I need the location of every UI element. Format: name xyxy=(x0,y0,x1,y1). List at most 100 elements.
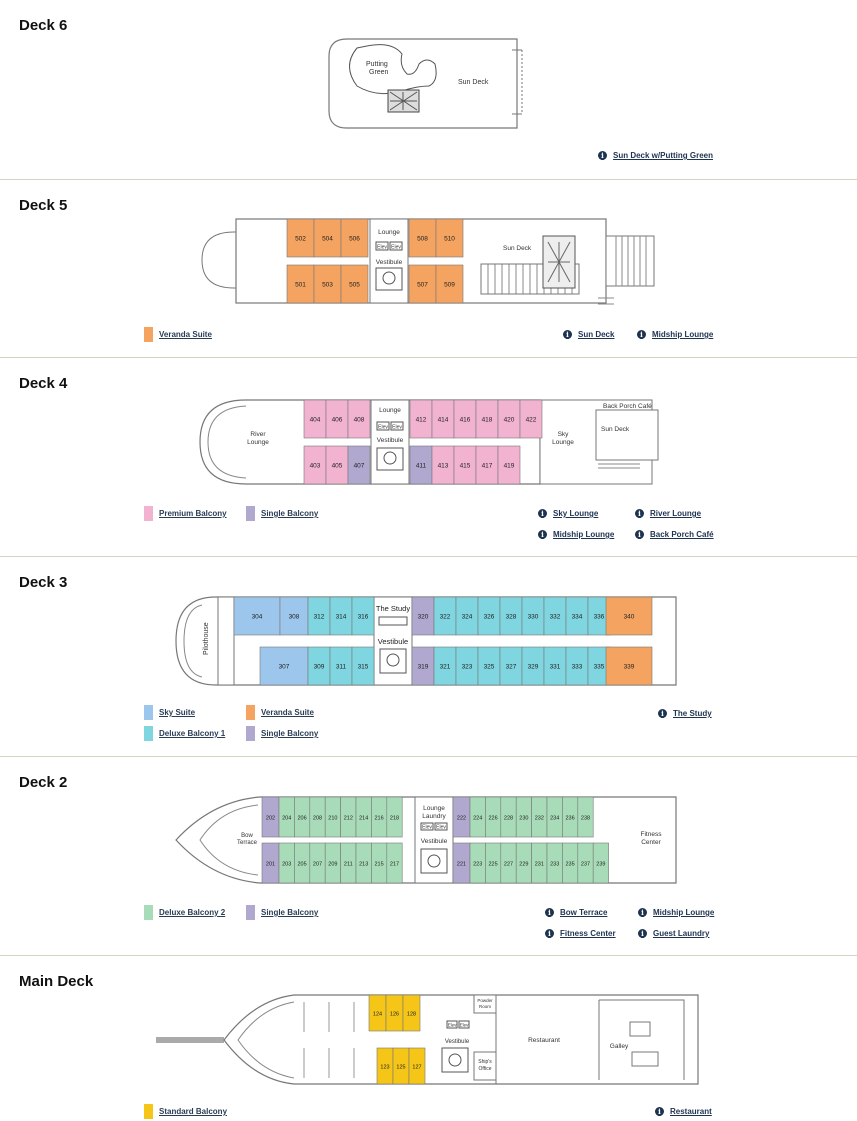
cabin-339[interactable]: 339 xyxy=(605,646,653,686)
legend-standard-balcony[interactable]: Standard Balcony xyxy=(144,1104,227,1119)
cabin-312[interactable]: 312 xyxy=(307,596,331,636)
cabin-415[interactable]: 415 xyxy=(453,445,477,485)
cabin-239[interactable]: 239 xyxy=(592,842,609,884)
cabin-412[interactable]: 412 xyxy=(409,399,433,439)
cabin-503[interactable]: 503 xyxy=(313,264,342,304)
cabin-332[interactable]: 332 xyxy=(543,596,567,636)
cabin-501[interactable]: 501 xyxy=(286,264,315,304)
cabin-340[interactable]: 340 xyxy=(605,596,653,636)
cabin-229[interactable]: 229 xyxy=(515,842,532,884)
cabin-128[interactable]: 128 xyxy=(402,994,421,1032)
cabin-404[interactable]: 404 xyxy=(303,399,327,439)
cabin-419[interactable]: 419 xyxy=(497,445,521,485)
cabin-408[interactable]: 408 xyxy=(347,399,371,439)
cabin-325[interactable]: 325 xyxy=(477,646,501,686)
legend-deluxe-balcony-1[interactable]: Deluxe Balcony 1 xyxy=(144,726,225,741)
cabin-204[interactable]: 204 xyxy=(278,796,295,838)
legend-veranda-suite[interactable]: Veranda Suite xyxy=(144,327,212,342)
cabin-316[interactable]: 316 xyxy=(351,596,375,636)
cabin-420[interactable]: 420 xyxy=(497,399,521,439)
cabin-216[interactable]: 216 xyxy=(371,796,388,838)
cabin-417[interactable]: 417 xyxy=(475,445,499,485)
cabin-214[interactable]: 214 xyxy=(355,796,372,838)
cabin-304[interactable]: 304 xyxy=(233,596,281,636)
legend-veranda-suite[interactable]: Veranda Suite xyxy=(246,705,314,720)
cabin-505[interactable]: 505 xyxy=(340,264,369,304)
cabin-237[interactable]: 237 xyxy=(577,842,594,884)
cabin-502[interactable]: 502 xyxy=(286,218,315,258)
cabin-407[interactable]: 407 xyxy=(347,445,371,485)
cabin-411[interactable]: 411 xyxy=(409,445,433,485)
cabin-228[interactable]: 228 xyxy=(500,796,517,838)
cabin-231[interactable]: 231 xyxy=(531,842,548,884)
cabin-335[interactable]: 335 xyxy=(587,646,611,686)
cabin-207[interactable]: 207 xyxy=(309,842,326,884)
cabin-414[interactable]: 414 xyxy=(431,399,455,439)
cabin-127[interactable]: 127 xyxy=(408,1047,426,1085)
cabin-213[interactable]: 213 xyxy=(355,842,372,884)
cabin-225[interactable]: 225 xyxy=(485,842,502,884)
cabin-327[interactable]: 327 xyxy=(499,646,523,686)
cabin-333[interactable]: 333 xyxy=(565,646,589,686)
cabin-504[interactable]: 504 xyxy=(313,218,342,258)
cabin-506[interactable]: 506 xyxy=(340,218,369,258)
cabin-403[interactable]: 403 xyxy=(303,445,327,485)
cabin-331[interactable]: 331 xyxy=(543,646,567,686)
cabin-201[interactable]: 201 xyxy=(261,842,280,884)
cabin-124[interactable]: 124 xyxy=(368,994,387,1032)
cabin-320[interactable]: 320 xyxy=(411,596,435,636)
cabin-211[interactable]: 211 xyxy=(340,842,357,884)
cabin-328[interactable]: 328 xyxy=(499,596,523,636)
cabin-232[interactable]: 232 xyxy=(531,796,548,838)
cabin-221[interactable]: 221 xyxy=(452,842,471,884)
cabin-208[interactable]: 208 xyxy=(309,796,326,838)
cabin-406[interactable]: 406 xyxy=(325,399,349,439)
cabin-413[interactable]: 413 xyxy=(431,445,455,485)
cabin-217[interactable]: 217 xyxy=(386,842,403,884)
cabin-235[interactable]: 235 xyxy=(562,842,579,884)
cabin-508[interactable]: 508 xyxy=(408,218,437,258)
cabin-218[interactable]: 218 xyxy=(386,796,403,838)
cabin-507[interactable]: 507 xyxy=(408,264,437,304)
cabin-308[interactable]: 308 xyxy=(279,596,309,636)
cabin-223[interactable]: 223 xyxy=(469,842,486,884)
legend-sky-suite[interactable]: Sky Suite xyxy=(144,705,195,720)
cabin-123[interactable]: 123 xyxy=(376,1047,394,1085)
cabin-126[interactable]: 126 xyxy=(385,994,404,1032)
cabin-209[interactable]: 209 xyxy=(324,842,341,884)
cabin-319[interactable]: 319 xyxy=(411,646,435,686)
cabin-125[interactable]: 125 xyxy=(392,1047,410,1085)
cabin-238[interactable]: 238 xyxy=(577,796,594,838)
cabin-322[interactable]: 322 xyxy=(433,596,457,636)
cabin-334[interactable]: 334 xyxy=(565,596,589,636)
cabin-416[interactable]: 416 xyxy=(453,399,477,439)
cabin-309[interactable]: 309 xyxy=(307,646,331,686)
cabin-307[interactable]: 307 xyxy=(259,646,309,686)
cabin-323[interactable]: 323 xyxy=(455,646,479,686)
legend-premium-balcony[interactable]: Premium Balcony xyxy=(144,506,227,521)
cabin-233[interactable]: 233 xyxy=(546,842,563,884)
cabin-224[interactable]: 224 xyxy=(469,796,486,838)
cabin-315[interactable]: 315 xyxy=(351,646,375,686)
legend-single-balcony[interactable]: Single Balcony xyxy=(246,726,318,741)
cabin-210[interactable]: 210 xyxy=(324,796,341,838)
cabin-236[interactable]: 236 xyxy=(562,796,579,838)
cabin-215[interactable]: 215 xyxy=(371,842,388,884)
cabin-326[interactable]: 326 xyxy=(477,596,501,636)
cabin-422[interactable]: 422 xyxy=(519,399,543,439)
cabin-234[interactable]: 234 xyxy=(546,796,563,838)
cabin-206[interactable]: 206 xyxy=(294,796,311,838)
legend-deluxe-balcony-2[interactable]: Deluxe Balcony 2 xyxy=(144,905,225,920)
cabin-510[interactable]: 510 xyxy=(435,218,464,258)
